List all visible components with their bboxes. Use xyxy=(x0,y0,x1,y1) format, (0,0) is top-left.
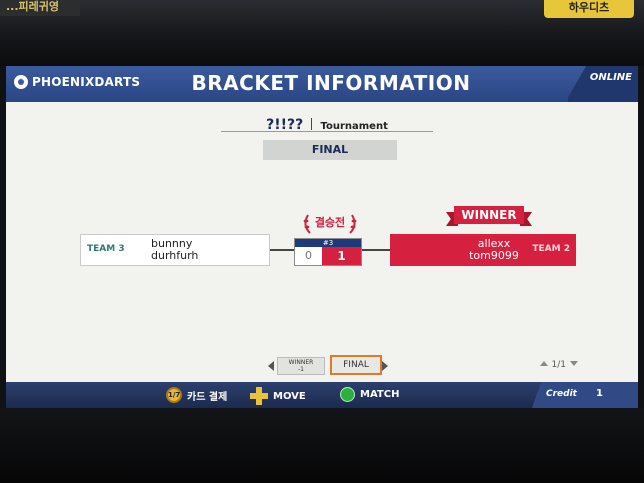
round-tab-winner[interactable]: WINNER -1 xyxy=(277,357,325,375)
page-title: BRACKET INFORMATION xyxy=(191,71,471,95)
laurel-wreath-icon xyxy=(303,214,357,234)
team-name: TEAM 3 xyxy=(87,244,125,254)
round-tab-winner-value: -1 xyxy=(298,366,304,373)
final-badge-label: 결승전 xyxy=(314,216,346,229)
score-right: 1 xyxy=(322,247,361,265)
page-count: 1/1 xyxy=(551,360,566,370)
green-button-icon xyxy=(340,387,355,402)
coin-icon: 1/7 xyxy=(166,387,182,403)
tournament-type: Tournament xyxy=(320,121,388,132)
card-payment-hint: 1/7 카드 결제 xyxy=(166,387,227,403)
footer-bar: 1/7 카드 결제 MOVE MATCH Credit 1 xyxy=(6,382,638,408)
tournament-name: ?!!?? xyxy=(266,117,304,133)
cabinet-sign-right: 하우디츠 xyxy=(544,0,634,18)
winner-label: WINNER xyxy=(454,206,524,224)
brand-logo: PHOENIXDARTS xyxy=(14,75,140,89)
game-screen: PHOENIXDARTS BRACKET INFORMATION ONLINE … xyxy=(6,66,638,408)
move-hint: MOVE xyxy=(250,387,306,405)
team-name: TEAM 2 xyxy=(532,244,570,254)
title-separator xyxy=(311,118,313,130)
card-payment-label: 카드 결제 xyxy=(187,391,228,403)
winner-ribbon: WINNER xyxy=(446,206,532,228)
final-badge: 결승전 xyxy=(298,211,362,235)
online-status: ONLINE xyxy=(589,72,632,83)
bracket-connector xyxy=(270,249,294,251)
header-stripe xyxy=(568,66,638,102)
team-card-left[interactable]: TEAM 3 bunnny durhfurh xyxy=(80,234,270,266)
page-down-icon[interactable] xyxy=(570,361,578,366)
footer-stripe xyxy=(518,382,638,408)
match-hint: MATCH xyxy=(340,387,399,402)
round-tab-winner-label: WINNER xyxy=(288,359,314,366)
match-number: #3 xyxy=(295,239,361,247)
round-tab-final[interactable]: FINAL xyxy=(330,355,382,375)
page-up-icon[interactable] xyxy=(539,361,548,366)
score-left: 0 xyxy=(295,247,322,265)
phoenix-logo-icon xyxy=(14,75,28,89)
match-label: MATCH xyxy=(360,389,400,400)
dpad-icon xyxy=(250,387,268,405)
player-list: bunnny durhfurh xyxy=(151,238,198,262)
header-bar: PHOENIXDARTS BRACKET INFORMATION ONLINE xyxy=(6,66,638,102)
player-name: tom9099 xyxy=(469,249,519,262)
cabinet-bezel-top: ...피레귀영 하우디츠 xyxy=(0,0,644,66)
round-navigator: WINNER -1 FINAL xyxy=(268,355,388,375)
team-card-right[interactable]: allexx tom9099 TEAM 2 xyxy=(390,234,576,266)
tournament-title: ?!!?? Tournament xyxy=(221,114,433,133)
credit-label: Credit xyxy=(546,389,577,399)
player-list: allexx tom9099 xyxy=(454,238,534,262)
credit-value: 1 xyxy=(596,388,603,399)
cabinet-sign-left: ...피레귀영 xyxy=(0,0,80,16)
player-name: durhfurh xyxy=(151,249,199,262)
page-indicator: 1/1 xyxy=(539,360,578,370)
arrow-left-icon[interactable] xyxy=(268,361,274,371)
player-name: allexx xyxy=(477,237,511,250)
cabinet-bezel-bottom xyxy=(0,408,644,483)
match-scorebox[interactable]: #3 0 1 xyxy=(294,238,362,266)
move-label: MOVE xyxy=(273,390,306,402)
cabinet-bezel-right xyxy=(638,66,644,408)
round-label: FINAL xyxy=(263,140,397,160)
cabinet-bezel-left xyxy=(0,66,6,408)
player-name: bunnny xyxy=(151,237,193,250)
bracket-connector xyxy=(362,249,390,251)
arrow-right-icon[interactable] xyxy=(382,361,388,371)
brand-name: PHOENIXDARTS xyxy=(32,75,141,89)
